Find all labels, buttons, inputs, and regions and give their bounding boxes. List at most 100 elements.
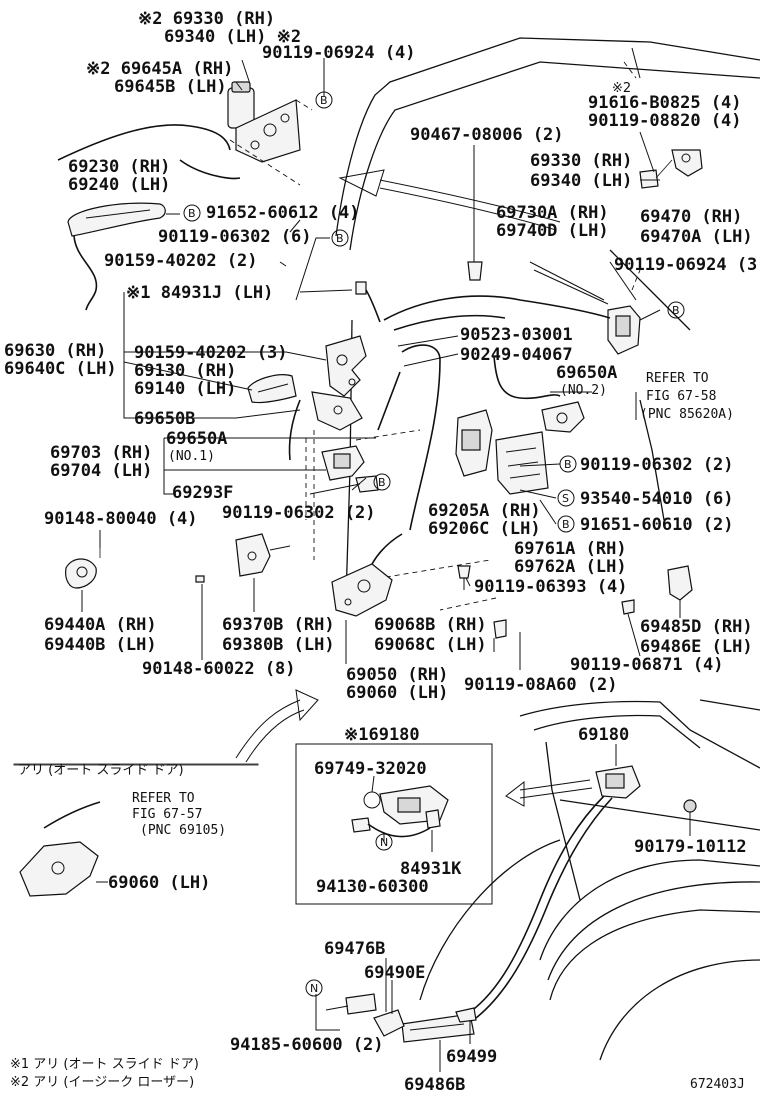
roller-69440 (65, 548, 101, 589)
label-69499: 69499 (446, 1047, 497, 1067)
label-90119-06302-2-center: 90119-06302 (2) (222, 503, 376, 523)
label-69068b-rh: 69068B (RH) (374, 615, 487, 635)
label-69060-lh-option: 69060 (LH) (108, 873, 210, 893)
label-69470-rh: 69470 (RH) (640, 207, 742, 227)
label-90159-40202-2: 90159-40202 (2) (104, 251, 258, 271)
label-90119-06302-6: 90119-06302 (6) (158, 227, 312, 247)
label-90179-10112: 90179-10112 (634, 837, 747, 857)
label-no2: (NO.2) (560, 383, 607, 398)
label-figure-id: 672403J (690, 1077, 745, 1092)
bolt-90119-06393 (457, 565, 471, 590)
label-69740d-lh: 69740D (LH) (496, 221, 609, 241)
lower-lock-69050 (331, 533, 403, 617)
label-69486e-lh: 69486E (LH) (640, 637, 753, 657)
label-no1: (NO.1) (168, 449, 215, 464)
actuator-no2 (541, 401, 585, 433)
label-69650a-no2: 69650A (556, 363, 617, 383)
label-69703-rh: 69703 (RH) (50, 443, 152, 463)
label-69140-lh: 69140 (LH) (134, 379, 236, 399)
bolt-90148-60022 (195, 575, 205, 583)
circle-mark-letters: B B B B B B S B N N (188, 94, 680, 995)
label-69068c-lh: 69068C (LH) (374, 635, 487, 655)
part-labels: ※2 69330 (RH) 69340 (LH) ※2 90119-06924 … (4, 9, 760, 1095)
label-90119-06924-3: 90119-06924 (3) (614, 255, 760, 275)
label-69293f: 69293F (172, 483, 233, 503)
label-69205a-rh: 69205A (RH) (428, 501, 541, 521)
label-69230-rh: 69230 (RH) (68, 157, 170, 177)
label-pnc-69105: (PNC 69105) (140, 823, 226, 838)
label-69206c-lh: 69206C (LH) (428, 519, 541, 539)
mark-s: S (562, 492, 569, 505)
label-69645a: ※2 69645A (RH) (86, 59, 233, 79)
arrow-to-inset (519, 779, 591, 791)
label-91616-b0825: 91616-B0825 (4) (588, 93, 742, 113)
label-69650a-no1: 69650A (166, 429, 227, 449)
outside-handle (67, 202, 166, 311)
label-69050-rh: 69050 (RH) (346, 665, 448, 685)
label-refer-to-1: REFER TO (646, 371, 709, 386)
label-69486b: 69486B (404, 1075, 465, 1095)
label-auto-slide-door: アリ (オート スライド ドア) (18, 763, 184, 778)
label-69440a-rh: 69440A (RH) (44, 615, 157, 635)
label-90148-80040: 90148-80040 (4) (44, 509, 198, 529)
label-94130-60300: 94130-60300 (316, 877, 429, 897)
fuel-lid-opener-69180 (595, 765, 697, 813)
label-90119-08a60: 90119-08A60 (2) (464, 675, 618, 695)
label-69730a-rh: 69730A (RH) (496, 203, 609, 223)
label-69060-lh: 69060 (LH) (346, 683, 448, 703)
label-69762a-lh: 69762A (LH) (514, 557, 627, 577)
mark-b: B (320, 94, 328, 107)
rod-69650B (288, 399, 301, 461)
label-pnc-85620a: (PNC 85620A) (640, 407, 734, 422)
circle-marks (183, 91, 685, 997)
closer-cable (57, 124, 231, 161)
label-69761a-rh: 69761A (RH) (514, 539, 627, 559)
label-91651-60610: 91651-60610 (2) (580, 515, 734, 535)
mark-b: B (562, 518, 570, 531)
label-69330-rh: 69330 (RH) (530, 151, 632, 171)
rod-69650A-no1 (377, 371, 401, 431)
label-69370b-rh: 69370B (RH) (222, 615, 335, 635)
label-90119-06302-2-right: 90119-06302 (2) (580, 455, 734, 475)
label-69630-rh: 69630 (RH) (4, 341, 106, 361)
label-69470a-lh: 69470A (LH) (640, 227, 753, 247)
label-69485d-rh: 69485D (RH) (640, 617, 753, 637)
fuel-cable (469, 795, 605, 1013)
mark-b: B (378, 476, 386, 489)
label-69490e: 69490E (364, 963, 425, 983)
label-69240-lh: 69240 (LH) (68, 175, 170, 195)
remote-control-assembly (311, 281, 381, 431)
direction-arrow-lower (235, 699, 301, 759)
label-fig-67-57: FIG 67-57 (132, 807, 202, 822)
upper-rail-lock (607, 269, 641, 355)
front-lock-69703 (321, 445, 379, 493)
label-69749-32020: 69749-32020 (314, 759, 427, 779)
label-84931j: ※1 84931J (LH) (126, 283, 273, 303)
direction-arrow-upper (338, 169, 561, 231)
label-69476b: 69476B (324, 939, 385, 959)
inset-parts (351, 785, 449, 838)
label-90119-06924-4: 90119-06924 (4) (262, 43, 416, 63)
label-fig-67-58: FIG 67-58 (646, 389, 716, 404)
center-lock-69205A (455, 409, 549, 495)
bolt-90119-08A60 (493, 619, 507, 639)
mark-b: B (188, 207, 196, 220)
label-69380b-lh: 69380B (LH) (222, 635, 335, 655)
rear-handle-69486B (345, 993, 477, 1043)
closer-actuator (227, 81, 313, 186)
upper-cable (383, 295, 611, 321)
leader-lines (81, 58, 691, 1072)
lower-lock-option (19, 801, 101, 897)
mark-n: N (380, 836, 388, 849)
label-90467-08006: 90467-08006 (2) (410, 125, 564, 145)
label-69640c-lh: 69640C (LH) (4, 359, 117, 379)
label-69645b: 69645B (LH) (114, 77, 227, 97)
lower-hinge (235, 533, 291, 577)
option-rule (13, 763, 259, 766)
inset-frame-69180 (295, 743, 493, 905)
mark-b: B (564, 458, 572, 471)
inside-handle (247, 374, 297, 404)
label-69340-lh-top: 69340 (LH) ※2 (164, 27, 301, 47)
label-69440b-lh: 69440B (LH) (44, 635, 157, 655)
